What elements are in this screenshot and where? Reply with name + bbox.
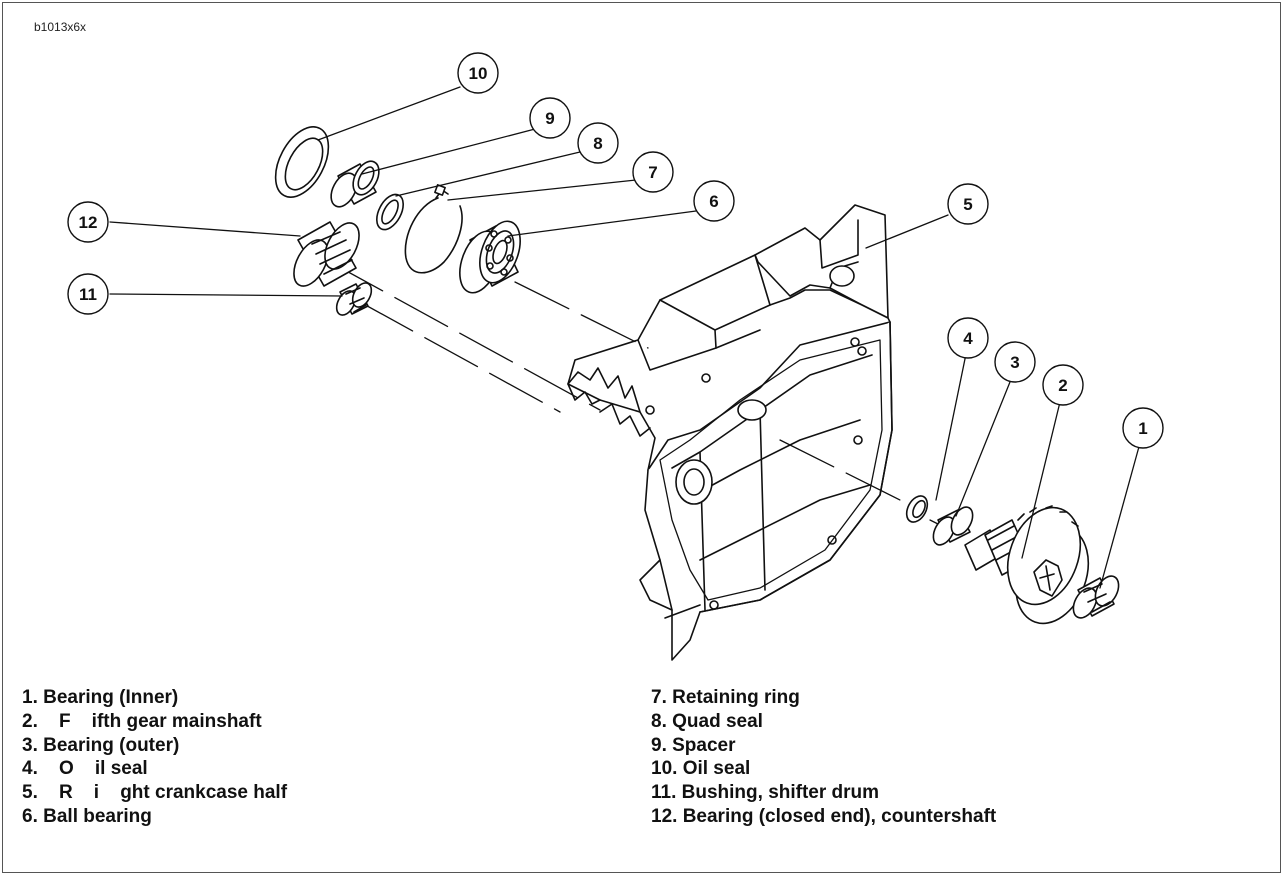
callout-2: 2 bbox=[1042, 364, 1084, 406]
bushing-11 bbox=[335, 282, 373, 316]
callout-5: 5 bbox=[947, 183, 989, 225]
callout-12: 12 bbox=[67, 201, 109, 243]
assembly-axes bbox=[329, 261, 961, 536]
spacer-9 bbox=[330, 160, 380, 208]
callout-11: 11 bbox=[67, 273, 109, 315]
svg-text:5: 5 bbox=[963, 195, 972, 214]
quad-seal-8 bbox=[376, 193, 404, 231]
svg-text:2: 2 bbox=[1058, 376, 1067, 395]
svg-text:1: 1 bbox=[1138, 419, 1147, 438]
legend-left: 1. Bearing (Inner) 2. F ifth gear mainsh… bbox=[22, 686, 287, 829]
callout-10: 10 bbox=[457, 52, 499, 94]
svg-text:12: 12 bbox=[79, 213, 98, 232]
legend-item-6: 6. Ball bearing bbox=[22, 805, 152, 827]
svg-text:4: 4 bbox=[963, 329, 973, 348]
svg-text:3: 3 bbox=[1010, 353, 1019, 372]
legend-item-2: 2. F ifth gear mainshaft bbox=[22, 710, 262, 732]
callout-8: 8 bbox=[577, 122, 619, 164]
fifth-gear-mainshaft-2 bbox=[964, 505, 1090, 625]
svg-text:9: 9 bbox=[545, 109, 554, 128]
legend-right: 7. Retaining ring 8. Quad seal 9. Spacer… bbox=[651, 686, 996, 829]
legend-item-5: 5. R i ght crankcase half bbox=[22, 782, 288, 804]
oil-seal-4 bbox=[905, 495, 929, 523]
callout-1: 1 bbox=[1122, 407, 1164, 449]
crankcase-half bbox=[567, 204, 893, 661]
legend-item-3: 3. Bearing (outer) bbox=[22, 734, 180, 756]
retaining-ring-7 bbox=[404, 184, 463, 274]
callout-9: 9 bbox=[529, 97, 571, 139]
bearing-outer-3 bbox=[932, 506, 974, 546]
oil-seal-10 bbox=[274, 126, 330, 198]
figure-id: b1013x6x bbox=[34, 20, 87, 34]
legend-item-4: 4. O il seal bbox=[22, 758, 148, 780]
legend-item-10: 10. Oil seal bbox=[651, 758, 751, 780]
svg-text:7: 7 bbox=[648, 163, 657, 182]
legend-item-8: 8. Quad seal bbox=[651, 710, 763, 732]
legend-item-11: 11. Bushing, shifter drum bbox=[651, 782, 880, 804]
svg-text:11: 11 bbox=[79, 285, 97, 304]
callout-6: 6 bbox=[693, 180, 735, 222]
legend-item-7: 7. Retaining ring bbox=[651, 687, 800, 708]
legend-item-9: 9. Spacer bbox=[651, 734, 736, 756]
legend-item-1: 1. Bearing (Inner) bbox=[22, 687, 179, 708]
bearing-inner-1 bbox=[1072, 575, 1120, 619]
callout-7: 7 bbox=[632, 151, 674, 193]
bearing-12 bbox=[293, 221, 360, 287]
svg-text:8: 8 bbox=[593, 134, 602, 153]
ball-bearing-6 bbox=[459, 220, 521, 294]
callout-4: 4 bbox=[947, 317, 989, 359]
svg-text:6: 6 bbox=[709, 192, 718, 211]
svg-text:10: 10 bbox=[469, 64, 488, 83]
legend-item-12: 12. Bearing (closed end), countershaft bbox=[651, 805, 997, 827]
leader-lines bbox=[109, 86, 1141, 589]
callout-3: 3 bbox=[994, 341, 1036, 383]
callout-circles: 10 9 8 7 6 5 12 11 4 3 2 1 bbox=[67, 52, 1164, 449]
